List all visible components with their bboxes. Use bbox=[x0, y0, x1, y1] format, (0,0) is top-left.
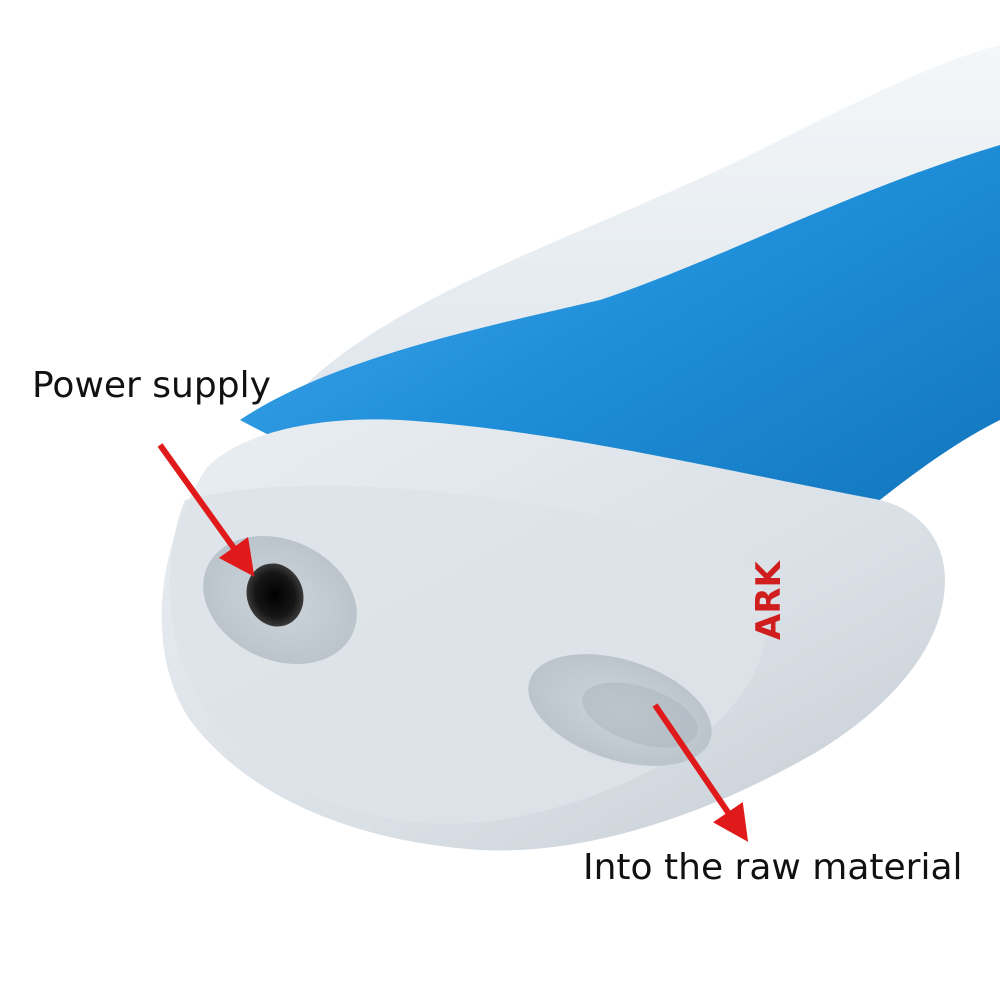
brand-logo: ARK bbox=[749, 560, 789, 640]
power-port-hole bbox=[246, 563, 304, 627]
power-supply-label: Power supply bbox=[32, 365, 271, 406]
material-inlet-shadow bbox=[582, 682, 698, 748]
power-supply-arrow bbox=[157, 443, 255, 577]
raw-material-label: Into the raw material bbox=[583, 847, 963, 888]
brand-logo-text: ARK bbox=[749, 560, 789, 640]
raw-material-arrow bbox=[652, 703, 749, 842]
